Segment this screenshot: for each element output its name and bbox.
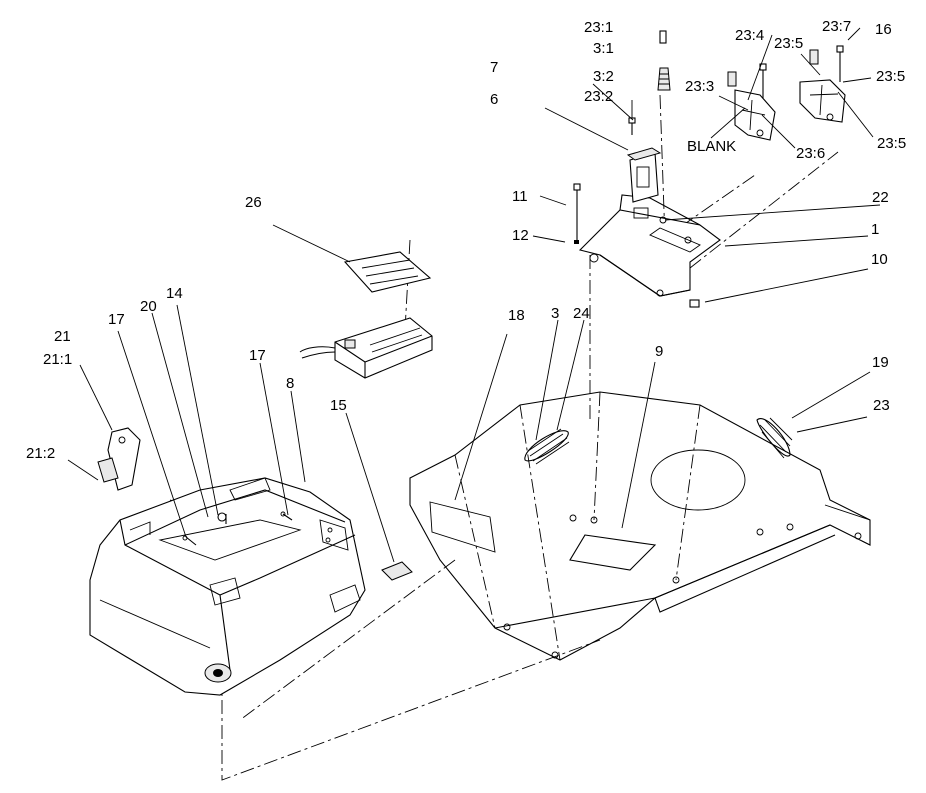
label-18: 18 [508,307,525,324]
spring-19 [756,417,793,459]
label-3-1: 3:1 [593,40,614,57]
label-1: 1 [871,221,879,238]
block-23-5 [799,45,846,123]
deck-plate [409,391,871,661]
label-26: 26 [245,194,262,211]
switch-6 [626,147,662,203]
spring-3 [524,428,570,465]
label-21-1: 21:1 [43,351,72,368]
label-3: 3 [551,305,559,322]
pad-15 [381,561,413,581]
label-23-2: 23:2 [584,88,613,105]
control-box [299,317,433,379]
label-15: 15 [330,397,347,414]
label-11: 11 [512,188,528,205]
label-7: 7 [490,59,498,76]
label-16: 16 [875,21,892,38]
label-23-1: 23:1 [584,19,613,36]
label-24: 24 [573,305,590,322]
label-9: 9 [655,343,663,360]
hardware-7-11-12 [573,117,636,244]
key-switch-3 [657,30,671,91]
label-23-5-c: 23:5 [877,135,906,152]
label-23-5-a: 23:5 [774,35,803,52]
label-23-4: 23:4 [735,27,764,44]
label-23-5-b: 23:5 [876,68,905,85]
label-12: 12 [512,227,529,244]
label-23-6: 23:6 [796,145,825,162]
label-14: 14 [166,285,183,302]
label-22: 22 [872,189,889,206]
leader-lines [67,27,881,563]
seat-box-8 [89,477,366,696]
label-21: 21 [54,328,71,345]
latch-21 [97,427,141,491]
bracket-1 [578,194,721,297]
label-19: 19 [872,354,889,371]
label-10: 10 [871,251,888,268]
decal-9 [569,534,657,571]
label-blank: BLANK [687,138,736,155]
label-3-2: 3:2 [593,68,614,85]
label-23: 23 [873,397,890,414]
label-21-2: 21:2 [26,445,55,462]
callout-labels: 23:1 3:1 3:2 23:2 23:4 23:7 16 23:5 23:5… [26,18,906,462]
label-8: 8 [286,375,294,392]
label-17-b: 17 [249,347,266,364]
phantom-lines [169,94,839,781]
screws-left [185,513,293,546]
nut-10 [689,299,700,308]
label-23-7: 23:7 [822,18,851,35]
label-17-a: 17 [108,311,125,328]
controller-26 [343,251,432,293]
block-23-3 [727,63,776,141]
label-6: 6 [490,91,498,108]
label-23-3: 23:3 [685,78,714,95]
label-20: 20 [140,298,157,315]
